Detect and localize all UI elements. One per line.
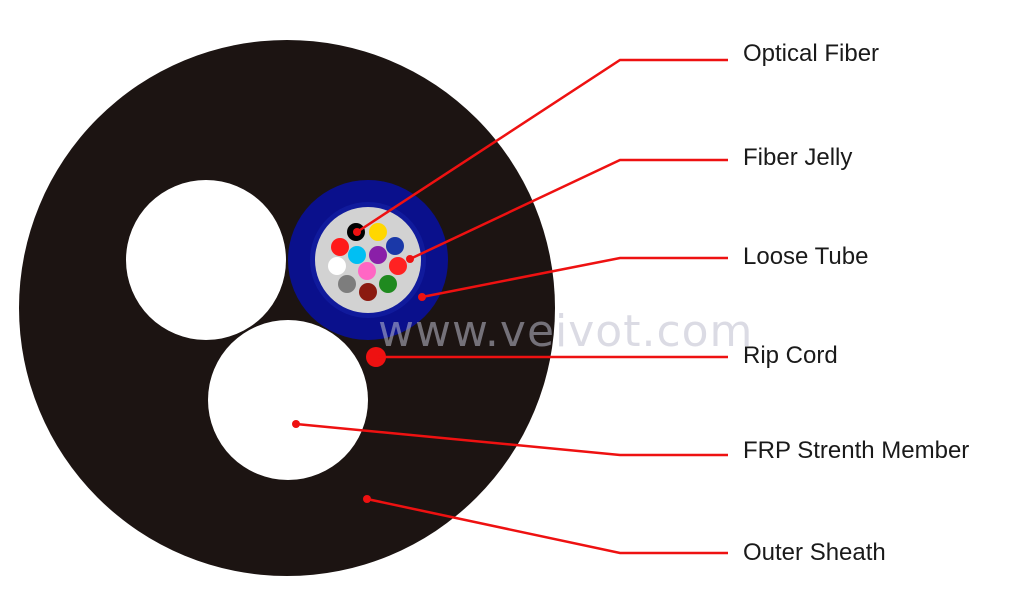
fiber-yellow (369, 223, 387, 241)
leader-optical-fiber (356, 58, 728, 234)
fiber-cyan (348, 246, 366, 264)
leader-frp-strength-member (295, 422, 728, 457)
leader-outer-sheath (366, 497, 728, 555)
frp-strength-member (208, 320, 368, 480)
fiber-green (379, 275, 397, 293)
label-optical-fiber: Optical Fiber (743, 40, 880, 67)
label-loose-tube: Loose Tube (743, 243, 869, 270)
label-rip-cord: Rip Cord (743, 342, 838, 369)
fiber-brown (359, 283, 377, 301)
watermark-text: www.veivot.com (378, 306, 754, 357)
dot-fiber-jelly (406, 255, 414, 263)
rip-cord (366, 347, 386, 367)
leader-loose-tube (421, 256, 728, 299)
dot-frp-strength-member (292, 420, 300, 428)
fiber-rose (358, 262, 376, 280)
fiber-violet (369, 246, 387, 264)
fiber-red (331, 238, 349, 256)
label-fiber-jelly: Fiber Jelly (743, 144, 853, 171)
fiber-grey (338, 275, 356, 293)
label-frp-strength-member: FRP Strenth Member (743, 437, 970, 464)
leader-lines (295, 58, 728, 555)
fiber-blue (386, 237, 404, 255)
dot-optical-fiber (353, 228, 361, 236)
dot-outer-sheath (363, 495, 371, 503)
fiber-white (328, 257, 346, 275)
fiber-red-2 (389, 257, 407, 275)
label-outer-sheath: Outer Sheath (743, 539, 886, 566)
leader-fiber-jelly (409, 158, 728, 261)
upper-hole (126, 180, 286, 340)
leader-dots (292, 228, 426, 503)
dot-loose-tube (418, 293, 426, 301)
outer-sheath (19, 40, 555, 576)
optical-fibers (328, 223, 407, 301)
